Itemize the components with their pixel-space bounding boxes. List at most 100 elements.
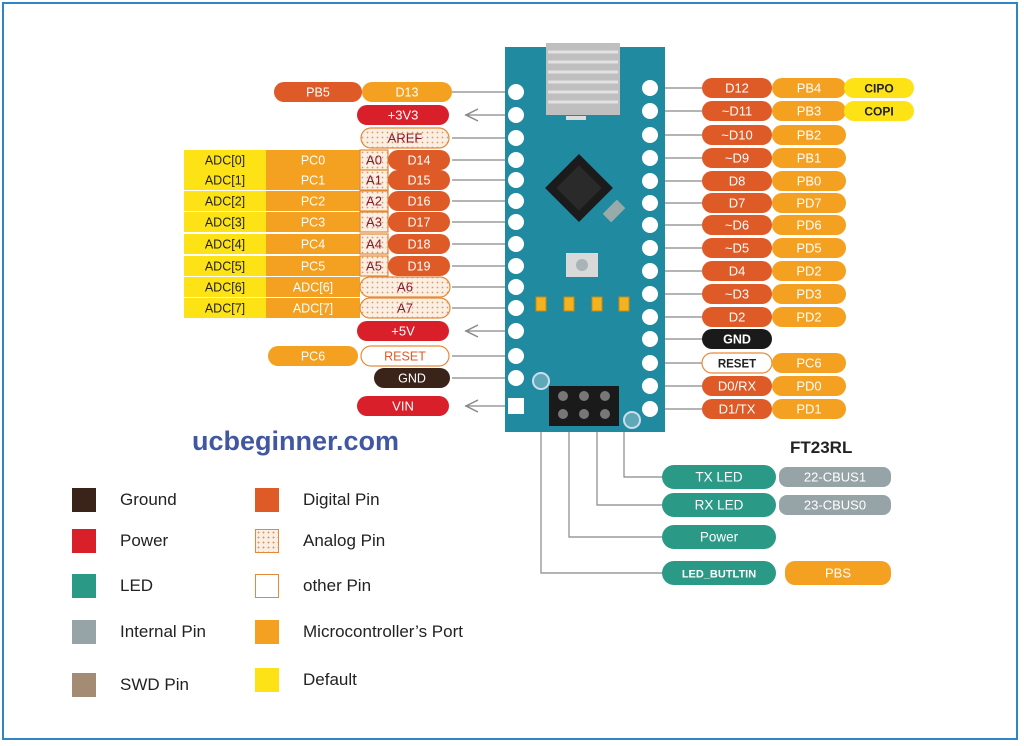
port-label-text: ADC[7] — [293, 302, 333, 316]
digital-label-shape — [702, 101, 772, 121]
legend-label: SWD Pin — [120, 675, 189, 694]
legend-label: Analog Pin — [303, 531, 386, 550]
pin-pad — [642, 150, 658, 166]
port-label-text: PC1 — [301, 174, 325, 188]
port-label-text: PB0 — [797, 174, 822, 189]
digital-label-text: D13 — [396, 86, 419, 100]
legend-swatch — [72, 529, 96, 553]
pin-pad — [642, 127, 658, 143]
port-label: ADC[7] — [266, 298, 360, 318]
analog-label: A1 — [359, 169, 389, 191]
internal-label-text: 22-CBUS1 — [804, 470, 866, 485]
digital-label-shape — [702, 125, 772, 145]
pin-pad — [642, 401, 658, 417]
port-label-shape — [274, 82, 362, 102]
digital-label-text: ~D11 — [722, 104, 752, 119]
pin-pad — [642, 355, 658, 371]
led-label: RX LED — [662, 493, 776, 517]
legend-label: Digital Pin — [303, 490, 380, 509]
digital-label-shape — [388, 170, 450, 190]
led-label-shape — [662, 493, 776, 517]
ground-label-shape — [702, 329, 772, 349]
digital-label: D16 — [388, 191, 450, 211]
port-label-shape — [772, 399, 846, 419]
default-label-shape — [184, 277, 266, 297]
ground-label: GND — [374, 368, 450, 388]
port-label: PC0 — [266, 150, 360, 170]
port-label-shape — [772, 78, 846, 98]
icsp-pin — [579, 391, 589, 401]
port-label: PC5 — [266, 256, 360, 276]
default-label-text: ADC[1] — [205, 174, 245, 188]
port-label-text: PD1 — [796, 402, 821, 417]
port-label-text: PC6 — [796, 356, 821, 371]
pin-pad — [508, 172, 524, 188]
pin-pad — [642, 378, 658, 394]
port-label-shape — [772, 261, 846, 281]
port-label: PC3 — [266, 212, 360, 232]
port-label: PD7 — [772, 193, 846, 213]
reset-label-text: RESET — [718, 359, 756, 371]
default-label-shape — [184, 234, 266, 254]
digital-label-text: D8 — [729, 174, 746, 189]
power-label-shape — [357, 105, 449, 125]
port-label-shape — [772, 284, 846, 304]
digital-label-text: ~D9 — [725, 151, 749, 166]
pin-pad — [642, 80, 658, 96]
digital-label-text: ~D10 — [721, 128, 752, 143]
digital-label: ~D10 — [702, 125, 772, 145]
port-label: PBS — [785, 561, 891, 585]
port-label-shape — [266, 212, 360, 232]
default-label-text: ADC[2] — [205, 195, 245, 209]
digital-label-text: D1/TX — [719, 402, 756, 417]
pin-pad — [508, 130, 524, 146]
digital-label: D4 — [702, 261, 772, 281]
arrow — [464, 108, 479, 122]
default-label: ADC[7] — [184, 298, 266, 318]
pin-pad — [642, 240, 658, 256]
digital-label: ~D6 — [702, 215, 772, 235]
digital-label: D15 — [388, 170, 450, 190]
internal-label: 23-CBUS0 — [779, 495, 891, 515]
icsp-pin — [558, 409, 568, 419]
legend-item: Ground — [72, 488, 177, 512]
port-label-text: PC0 — [301, 154, 325, 168]
default-label: ADC[3] — [184, 212, 266, 232]
pin-pad — [508, 193, 524, 209]
digital-label: D8 — [702, 171, 772, 191]
power-label-text: +3V3 — [388, 108, 419, 123]
pin-pad — [508, 152, 524, 168]
pin-pad — [508, 300, 524, 316]
port-label: PC6 — [772, 353, 846, 373]
aref-label: AREF — [360, 127, 450, 149]
port-label: PC6 — [268, 346, 358, 366]
legend-label: LED — [120, 576, 154, 595]
board-led — [618, 296, 630, 312]
pin-pad — [508, 107, 524, 123]
usb-pad — [566, 116, 586, 120]
digital-label-shape — [702, 171, 772, 191]
port-label-shape — [266, 170, 360, 190]
port-label-text: PD2 — [796, 264, 821, 279]
port-label-shape — [266, 256, 360, 276]
digital-label: D0/RX — [702, 376, 772, 396]
icsp-pin — [600, 391, 610, 401]
legend-item: LED — [72, 574, 153, 598]
digital-label-text: D12 — [725, 81, 749, 96]
led-label: LED_BUTLTIN — [662, 561, 776, 585]
digital-label-text: ~D6 — [725, 218, 749, 233]
led-label-shape — [662, 525, 776, 549]
pin-pad — [508, 323, 524, 339]
port-label-text: ADC[6] — [293, 281, 333, 295]
digital-label-text: D18 — [408, 238, 431, 252]
analog-label-text: A5 — [366, 259, 382, 274]
power-label-text: VIN — [392, 399, 414, 414]
power-label-shape — [357, 321, 449, 341]
digital-label-shape — [388, 212, 450, 232]
digital-label-shape — [388, 191, 450, 211]
internal-label: 22-CBUS1 — [779, 467, 891, 487]
legend-swatch — [255, 529, 279, 553]
port-label-shape — [785, 561, 891, 585]
default-label: ADC[6] — [184, 277, 266, 297]
port-label-shape — [772, 171, 846, 191]
